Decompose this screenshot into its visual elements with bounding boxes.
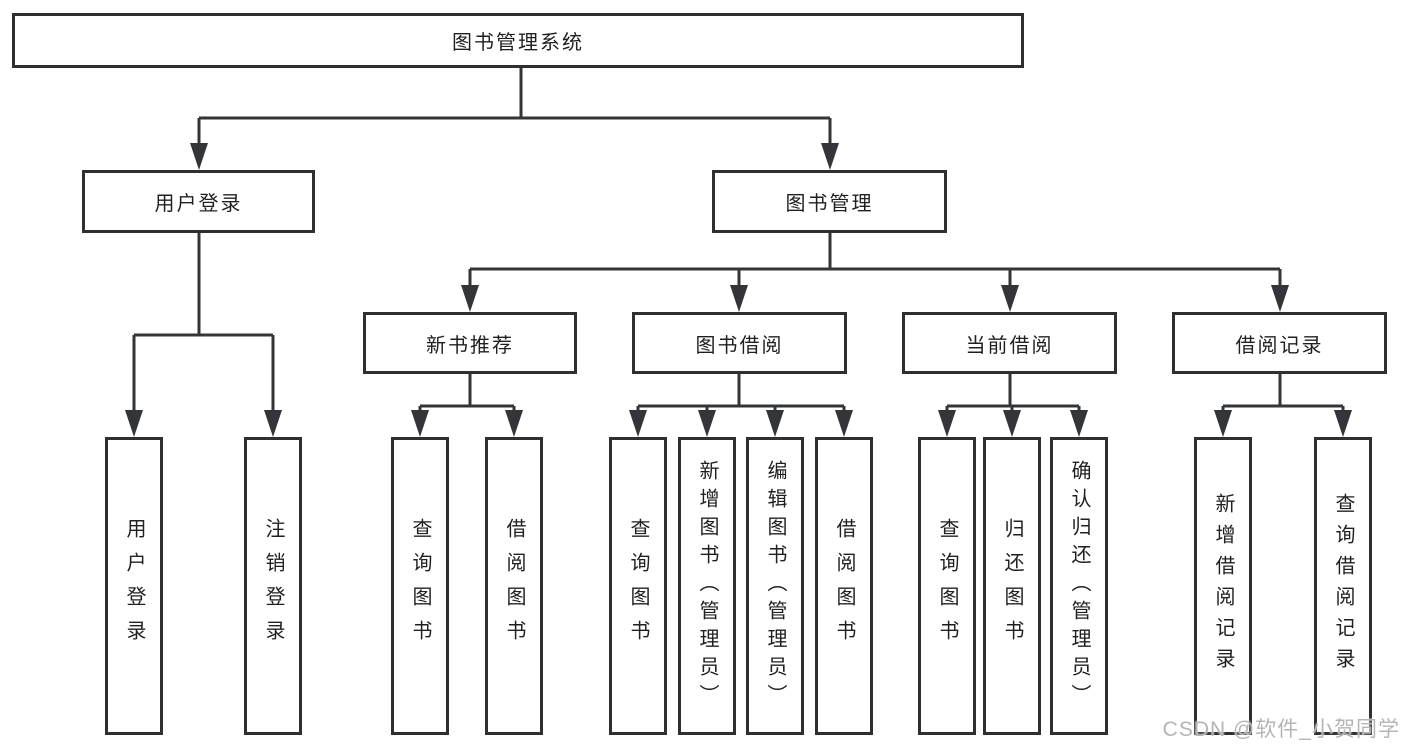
connector-arrow	[766, 410, 784, 437]
node-edit-book-admin: 编辑图书（管理员）	[746, 437, 804, 735]
leaf-label: 新增图书（管理员）	[696, 460, 718, 712]
node-user-login-action: 用户登录	[105, 437, 163, 735]
node-add-book-admin: 新增图书（管理员）	[678, 437, 736, 735]
node-add-borrow-record: 新增借阅记录	[1194, 437, 1252, 735]
node-current-borrowing: 当前借阅	[902, 312, 1117, 374]
node-query-borrow-record: 查询借阅记录	[1314, 437, 1372, 735]
node-logout-action: 注销登录	[244, 437, 302, 735]
leaf-label: 借阅图书	[503, 518, 525, 654]
node-confirm-return-admin: 确认归还（管理员）	[1050, 437, 1108, 735]
connector-arrow	[821, 143, 839, 170]
leaf-label: 查询借阅记录	[1332, 493, 1354, 679]
watermark: CSDN @软件_小贺同学	[1162, 718, 1400, 741]
leaf-label: 归还图书	[1001, 518, 1023, 654]
connector-arrow	[730, 285, 748, 312]
connector-arrow	[1003, 410, 1021, 437]
connector-arrow	[461, 285, 479, 312]
connector-arrow	[1070, 410, 1088, 437]
connector-arrow	[835, 410, 853, 437]
leaf-label: 查询图书	[936, 518, 958, 654]
connector-arrow	[505, 410, 523, 437]
node-query-books: 查询图书	[918, 437, 976, 735]
connector-arrow	[1334, 410, 1352, 437]
connector-arrow	[698, 410, 716, 437]
leaf-label: 查询图书	[409, 518, 431, 654]
connector-arrow	[125, 410, 143, 437]
node-root: 图书管理系统	[12, 13, 1024, 68]
leaf-label: 注销登录	[262, 518, 284, 654]
leaf-label: 查询图书	[627, 518, 649, 654]
node-new-book-recommend: 新书推荐	[363, 312, 577, 374]
connector-arrow	[411, 410, 429, 437]
connector-arrow	[190, 143, 208, 170]
connector-arrow	[938, 410, 956, 437]
node-borrow-books: 借阅图书	[485, 437, 543, 735]
leaf-label: 新增借阅记录	[1212, 493, 1234, 679]
node-book-borrowing: 图书借阅	[632, 312, 847, 374]
node-borrow-books: 借阅图书	[815, 437, 873, 735]
leaf-label: 确认归还（管理员）	[1068, 460, 1090, 712]
connector-arrow	[629, 410, 647, 437]
node-query-books: 查询图书	[391, 437, 449, 735]
node-return-books: 归还图书	[983, 437, 1041, 735]
leaf-label: 用户登录	[123, 518, 145, 654]
node-book-management: 图书管理	[712, 170, 947, 233]
node-user-login: 用户登录	[82, 170, 315, 233]
leaf-label: 编辑图书（管理员）	[764, 460, 786, 712]
connector-arrow	[264, 410, 282, 437]
connector-arrow	[1001, 285, 1019, 312]
node-borrow-records: 借阅记录	[1172, 312, 1387, 374]
connector-arrow	[1214, 410, 1232, 437]
node-query-books: 查询图书	[609, 437, 667, 735]
connector-arrow	[1271, 285, 1289, 312]
leaf-label: 借阅图书	[833, 518, 855, 654]
